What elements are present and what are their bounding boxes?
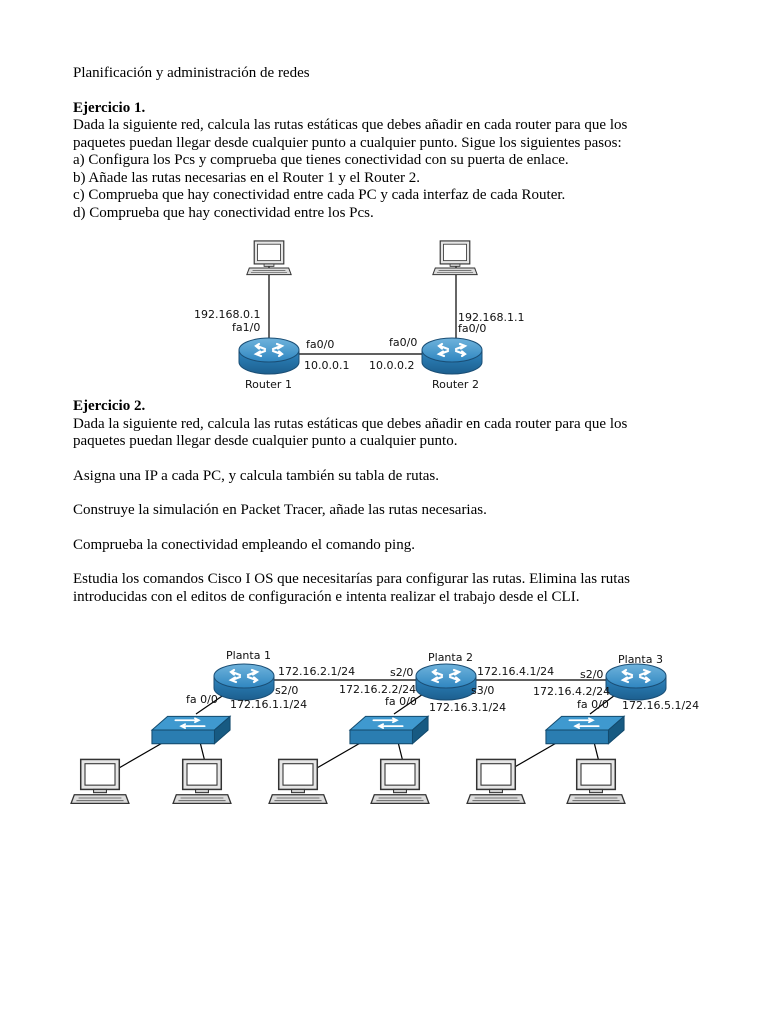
ex2-title: Ejercicio 2. [73,398,146,414]
planta1-serial-if: s2/0 [275,684,298,697]
router-1-icon [237,336,301,376]
router1-wan-ip: 10.0.0.1 [304,359,349,372]
ex2-line: Dada la siguiente red, calcula las rutas… [73,415,628,432]
ex2-paragraph: Construye la simulación en Packet Tracer… [73,502,487,518]
ex2-paragraph: Comprueba la conectividad empleando el c… [73,536,415,553]
planta2-s3-ip: 172.16.4.1/24 [477,665,554,678]
planta1-serial-ip: 172.16.2.1/24 [278,665,355,678]
ex2-paragraph: Estudia los comandos Cisco I OS que nece… [73,571,630,587]
switch-icon [545,715,625,745]
planta3-fa-if: fa 0/0 [577,698,609,711]
pc-icon [268,758,328,805]
planta1-fa-ip: 172.16.1.1/24 [230,698,307,711]
network-diagram-1: 192.168.0.1 fa1/0 fa0/0 10.0.0.1 Router … [194,240,524,391]
planta1-fa-if: fa 0/0 [186,693,218,706]
router2-label: Router 2 [432,378,479,391]
planta2-fa-ip: 172.16.3.1/24 [429,701,506,714]
router1-label: Router 1 [245,378,292,391]
planta-3-router-icon [604,662,668,702]
ex1-line: b) Añade las rutas necesarias en el Rout… [73,169,420,186]
ex1-line: paquetes puedan llegar desde cualquier p… [73,134,622,151]
router1-lan-ip: 192.168.0.1 [194,308,260,321]
router2-wan-ip: 10.0.0.2 [369,359,414,372]
pc-icon [370,758,430,805]
planta3-serial-ip: 172.16.4.2/24 [533,685,610,698]
ex1-line: Dada la siguiente red, calcula las rutas… [73,117,628,133]
switch-icon [151,715,231,745]
ex2-line: paquetes puedan llegar desde cualquier p… [73,433,458,449]
router1-wan-if: fa0/0 [306,338,334,351]
planta2-fa-if: fa 0/0 [385,695,417,708]
planta2-label: Planta 2 [428,651,473,664]
router1-lan-if: fa1/0 [232,321,260,334]
planta2-s2-if: s2/0 [390,666,413,679]
router-2-icon [420,336,484,376]
pc-icon [70,758,130,805]
ex1-line: c) Comprueba que hay conectividad entre … [73,187,566,203]
planta2-s3-if: s3/0 [471,684,494,697]
pc-icon [432,240,478,276]
planta3-label: Planta 3 [618,653,663,666]
router2-wan-if: fa0/0 [389,336,417,349]
pc-icon [566,758,626,805]
router2-lan-ip: 192.168.1.1 [458,311,524,324]
planta-2-router-icon [414,662,478,702]
ex2-paragraph: Asigna una IP a cada PC, y calcula tambi… [73,467,439,484]
planta-1-router-icon [212,662,276,702]
router2-lan-if: fa0/0 [458,322,486,335]
switch-icon [349,715,429,745]
ex1-line: a) Configura los Pcs y comprueba que tie… [73,152,569,168]
ex1-title: Ejercicio 1. [73,99,146,116]
ex2-paragraph: introducidas con el editos de configurac… [73,588,580,605]
document: Planificación y administración de redes … [73,65,713,606]
planta1-label: Planta 1 [226,649,271,662]
network-diagram-2: Planta 1 172.16.2.1/24 s2/0 fa 0/0 172.1… [70,649,699,805]
planta3-serial-if: s2/0 [580,668,603,681]
ex1-line: d) Comprueba que hay conectividad entre … [73,204,374,221]
planta2-s2-ip: 172.16.2.2/24 [339,683,416,696]
pc-icon [246,240,292,276]
doc-header: Planificación y administración de redes [73,65,310,81]
planta3-fa-ip: 172.16.5.1/24 [622,699,699,712]
pc-icon [172,758,232,805]
